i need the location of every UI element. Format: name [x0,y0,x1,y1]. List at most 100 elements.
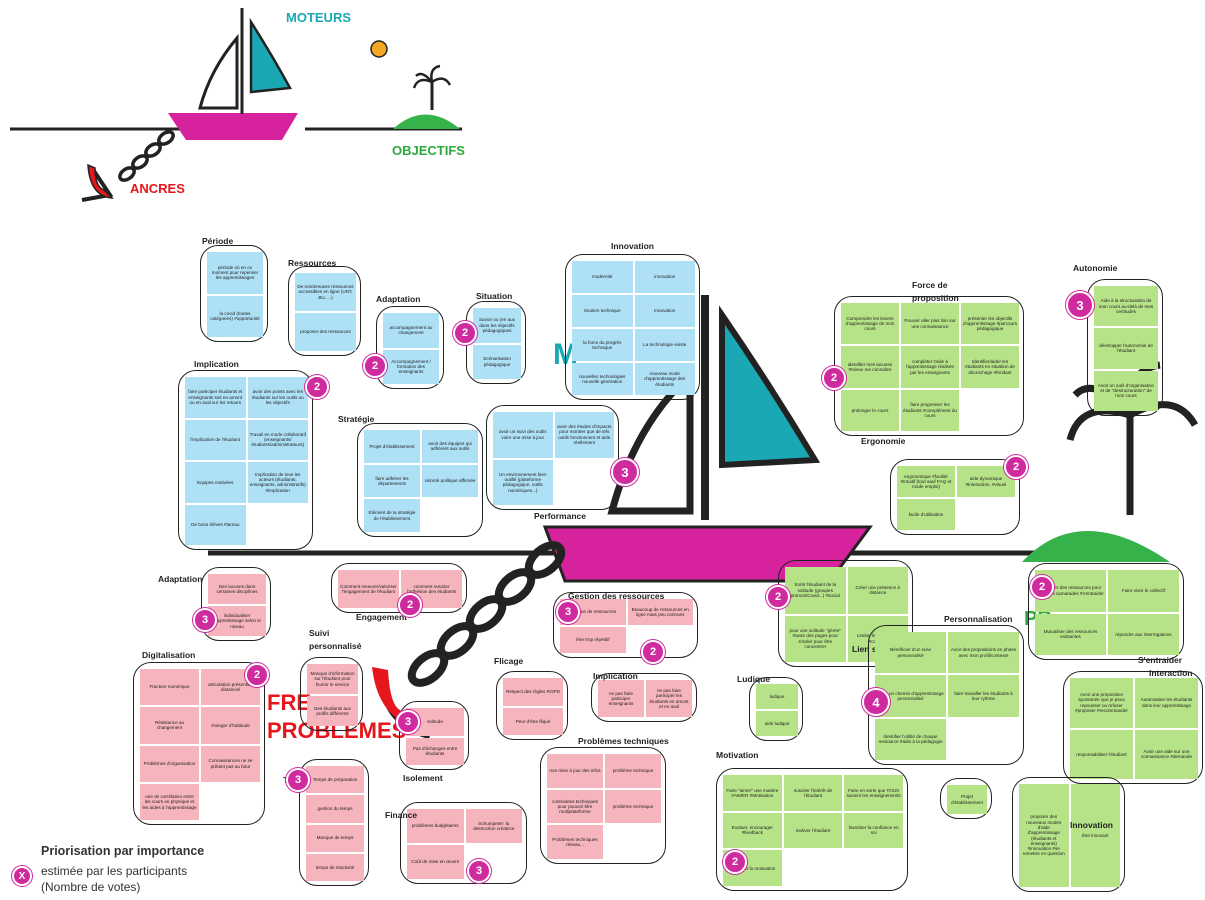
sticky-note[interactable]: Problèmes d'organisation [140,745,199,782]
sticky-note[interactable]: compléter l'aide à l'apprentissage réali… [901,346,959,388]
sticky-note[interactable]: gestion du temps [306,795,364,823]
sticky-note[interactable]: motiver l'étudiant [783,812,843,849]
sticky-note[interactable]: Connaissances ne se prêtant pas au futur [201,745,260,782]
sticky-note[interactable]: avoir des équipes qui adhèrent aux outil… [422,430,478,463]
sticky-note[interactable]: la covid (toutes catégories) #opportunit… [207,295,263,337]
sticky-note[interactable]: Un environnement bien outillé (plateform… [493,459,553,505]
sticky-note[interactable]: Manque d'information sur l'étudiant pour… [307,664,358,694]
sticky-note[interactable]: responsabiliser l'étudiant [1070,729,1133,779]
sticky-note[interactable]: avoir des études d'impacts pour montrer … [554,412,614,458]
sticky-note[interactable]: Problèmes techniques réseau... [547,825,603,859]
sticky-note[interactable]: ergonomique #facilité #intuitif (tout sa… [897,466,955,497]
sticky-note[interactable]: changer d'habitude [201,707,260,744]
sticky-note[interactable]: faire participer étudiants et enseignant… [185,377,246,418]
sticky-note[interactable]: Innovation [634,295,695,327]
sticky-note[interactable]: Manque de temps [306,824,364,852]
sticky-note[interactable]: favoriser la confiance en soi [844,812,903,849]
sticky-note[interactable]: Avoir une proposition spontanée que je p… [1070,678,1133,728]
sticky-note[interactable]: problème technique [605,754,661,788]
sticky-note[interactable]: Temps de préparation [306,766,364,794]
sticky-note[interactable]: présenter les objectifs d'apprentissage … [961,303,1019,345]
sticky-note[interactable]: proposer des ressources [295,313,356,351]
sticky-note[interactable]: De bons élèves #larnau [185,504,246,545]
sticky-note[interactable]: la force du progrès technique [572,329,633,361]
sticky-note[interactable]: Evaluer, encourager #feedback [723,812,782,849]
sticky-note[interactable]: nouveau mode d'apprentissage des étudian… [634,363,695,395]
sticky-note[interactable]: répondre aux interrogations [1108,613,1179,655]
sticky-note[interactable]: Scénarisation pédagogique [473,344,521,379]
sticky-note[interactable]: Aide à la structuration de mon cours au-… [1094,286,1158,327]
sticky-note[interactable]: Equipes motivées [185,462,246,503]
sticky-note[interactable]: Avoir un outil d'organisation et de "des… [1094,370,1158,411]
sticky-note[interactable]: Pouvoir aller plus loin sur une connaiss… [901,303,959,345]
sticky-note[interactable]: faire adhérer les départements [364,464,420,498]
sticky-note[interactable]: Pas d'échanges entre étudiants [406,737,464,765]
sticky-note[interactable]: faire progresser les étudiants #compléme… [901,389,959,431]
sticky-note[interactable]: modernité [572,261,633,293]
sticky-note[interactable]: Identifier l'utilité de chaque ressource… [875,718,946,760]
sticky-note[interactable]: Avoir une aide sur une connaissance #dem… [1135,729,1198,779]
sticky-note[interactable]: Peur d'être fliqué [503,707,563,735]
sticky-note[interactable]: Faire en sorte que TOUS suivent les ense… [844,775,903,811]
sticky-note[interactable]: volonté politique affirmée [422,464,478,498]
sticky-note[interactable]: aide ludique [756,711,798,736]
sticky-note[interactable]: temps de réactivité [306,853,364,881]
sticky-note[interactable]: faire travailler les étudiants à leur ry… [948,675,1019,717]
sticky-note[interactable]: Identifier/aider les étudiants en situat… [961,346,1019,388]
sticky-note[interactable]: individualiser l'apprentissage selon le … [208,606,266,636]
sticky-note[interactable]: pour une solitude "gérée" #avoir des pag… [785,615,846,662]
sticky-note[interactable]: avoir un suivi des outils voire une mise… [493,412,553,458]
sticky-note[interactable]: Beaucoup de ressources en ligne mais peu… [627,599,693,625]
sticky-note[interactable]: Sortir l'étudiant de la solitude (groupe… [785,567,846,614]
sticky-note[interactable]: une de corrélation entre les cours en ph… [140,783,199,820]
sticky-note[interactable]: prolonger le cours [841,389,899,431]
sticky-note[interactable]: Schumpeter: la destruction créatrice [465,809,522,843]
sticky-note[interactable]: Respect des règles RGPD [503,678,563,706]
sticky-note[interactable]: ne pas faire participer enseignants [598,680,644,717]
sticky-note[interactable]: avoir des points avec les étudiants sur … [247,377,308,418]
sticky-note[interactable]: La technologie existe [634,329,695,361]
sticky-note[interactable]: innovation [634,261,695,293]
sticky-note[interactable]: problèmes budgétaires [407,809,464,843]
sticky-note[interactable]: Travail en mode collaboratif (enseignant… [247,419,308,460]
sticky-note[interactable]: Résistance au changement [140,707,199,744]
sticky-note[interactable]: Automatiser les étudiants dans leur appr… [1135,678,1198,728]
sticky-note[interactable]: susciter l'intérêt de l'étudiant [783,775,843,811]
sticky-note[interactable]: ne pas faire participer les étudiants en… [646,680,692,717]
sticky-note[interactable]: problème technique [605,789,661,824]
sticky-note[interactable]: Fracture numérique [140,669,199,706]
sticky-note[interactable]: période où en ce moment pour repenser le… [207,252,263,294]
sticky-note[interactable]: Faire vivre le collectif [1108,570,1179,612]
sticky-note[interactable]: Créer une présence à distance [847,567,908,614]
sticky-note[interactable]: Accompagnement / formation des enseignan… [383,349,439,384]
sticky-note[interactable]: Faire "aimer" une matière #AIMER #Motiva… [723,775,782,811]
sticky-note[interactable]: Des étudiants aux profils différents [307,696,358,726]
sticky-note[interactable]: Elément de la stratégie de l'établisseme… [364,499,420,532]
sticky-note[interactable]: Projet d'établissement [947,785,987,814]
sticky-note[interactable]: développer l'autonomie de l'étudiant [1094,328,1158,369]
sticky-note[interactable]: identifier mes lacunes #mieux me connaît… [841,346,899,388]
sticky-note[interactable]: Comment mesurer/valoriser l'engagement d… [338,570,399,608]
sticky-note[interactable]: De nombreuses ressources accessibles en … [295,273,356,311]
sticky-note[interactable]: Comprendre les leviers d'apprentissage d… [841,303,899,345]
sticky-note[interactable]: Implication de tous les acteurs (étudian… [247,462,308,503]
sticky-note[interactable]: Projet d'établissement [364,430,420,463]
sticky-note[interactable]: Des lacunes dans certaines disciplines [208,574,266,604]
sticky-note[interactable]: Bénéficier d'un suivi personnalisé [875,632,946,674]
sticky-note[interactable]: Soutien technique [572,295,633,327]
sticky-note[interactable]: être trop répétitif [560,627,626,653]
sticky-note[interactable]: proposer des nouveaux modes d'aide d'app… [1019,784,1069,887]
sticky-note[interactable]: non mise à jour des infos [547,754,603,788]
sticky-note[interactable]: ludique [756,684,798,709]
sticky-note[interactable]: Mutualiser des ressources existantes [1035,613,1106,655]
sticky-note[interactable]: facile d'utilisation [897,499,955,530]
sticky-note[interactable]: accompagnement au changement [383,313,439,348]
sticky-note[interactable]: Avoir des propositions en phase avec mon… [948,632,1019,674]
sticky-note[interactable]: nouvelles technologies nouvelle générati… [572,363,633,395]
sticky-note[interactable]: Savoir ou (en aux dans les objectifs péd… [473,308,521,343]
sticky-note[interactable]: contraintes techniques pour pouvoir être… [547,789,603,824]
sticky-note[interactable]: être innovant [1070,784,1120,887]
sticky-note[interactable]: Coût de mise en œuvre [407,845,464,879]
sticky-note[interactable]: l'implication de l'étudiant [185,419,246,460]
